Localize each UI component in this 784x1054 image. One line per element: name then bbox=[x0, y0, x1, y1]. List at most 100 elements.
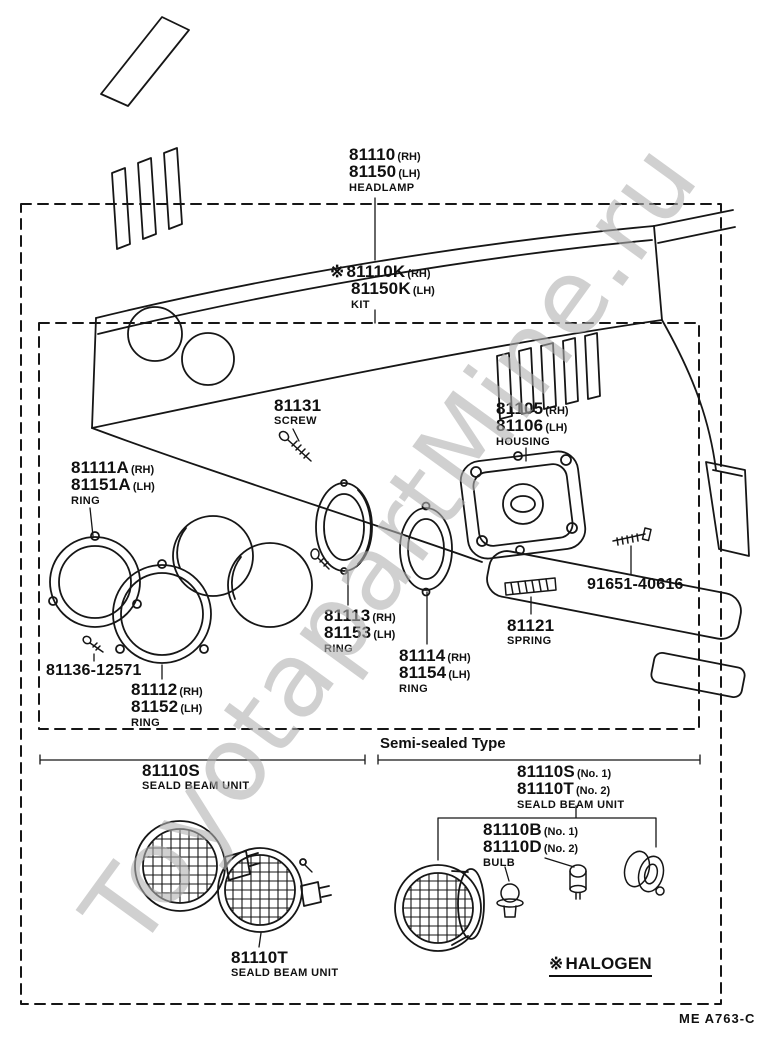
part-number-row: 81110T (No. 2) bbox=[517, 779, 624, 799]
part-number: 81154 bbox=[399, 663, 447, 683]
part-number: 91651-40616 bbox=[587, 576, 684, 593]
leader-lines bbox=[39, 197, 701, 948]
part-variant: (No. 2) bbox=[575, 785, 611, 798]
part-screw-91651 bbox=[612, 527, 652, 546]
part-number: 81110B bbox=[483, 820, 542, 839]
part-label-ring-81112: 81112 (RH) 81152 (LH) RING bbox=[131, 681, 203, 729]
part-number-row: 81150K (LH) bbox=[351, 279, 435, 299]
part-caption: RING bbox=[399, 682, 429, 695]
part-caption: KIT bbox=[351, 298, 370, 311]
part-label-sealed-beam-t: 81110T SEALD BEAM UNIT bbox=[231, 949, 338, 980]
part-number-row: 81113 (RH) bbox=[324, 607, 396, 625]
part-label-screw-81136: 81136-12571 bbox=[46, 662, 142, 679]
part-side: (LH) bbox=[132, 481, 155, 494]
front-bumper bbox=[486, 550, 742, 640]
part-lens-discs bbox=[172, 515, 313, 628]
bottom-parts bbox=[134, 820, 665, 952]
part-number: 81112 bbox=[131, 680, 178, 699]
part-number: 81150 bbox=[349, 162, 397, 182]
part-number-row: 81114 (RH) bbox=[399, 646, 471, 665]
part-number-row: 81110S (No. 1) bbox=[517, 763, 624, 781]
part-screw-81136 bbox=[82, 635, 104, 653]
part-number-row: 91651-40616 bbox=[587, 576, 684, 593]
part-ring-81112 bbox=[112, 559, 212, 664]
part-caption: SEALD BEAM UNIT bbox=[231, 967, 339, 980]
part-label-ring-81114: 81114 (RH) 81154 (LH) RING bbox=[399, 647, 471, 695]
part-side: (LH) bbox=[398, 168, 421, 181]
part-label-housing: 81105 (RH) 81106 (LH) HOUSING bbox=[496, 400, 569, 448]
part-side: (RH) bbox=[397, 151, 421, 163]
part-label-headlamp: 81110 (RH) 81150 (LH) HEADLAMP bbox=[349, 146, 421, 194]
part-screw-small-mid bbox=[310, 548, 330, 570]
part-caption: SEALD BEAM UNIT bbox=[142, 780, 250, 793]
part-number-row: 81131 bbox=[274, 397, 321, 415]
part-number-row: 81112 (RH) bbox=[131, 680, 203, 699]
part-label-spring-81121: 81121 SPRING bbox=[507, 617, 554, 648]
part-label-sealed-beam-right: 81110S (No. 1) 81110T (No. 2) SEALD BEAM… bbox=[517, 763, 624, 811]
part-number: 81150K bbox=[351, 279, 411, 299]
part-number: 81152 bbox=[131, 697, 179, 717]
part-number-row: ※ 81110K (RH) bbox=[330, 262, 435, 281]
part-number-row: 81150 (LH) bbox=[349, 162, 421, 182]
part-bulb-81110B bbox=[496, 883, 524, 918]
part-housing-81105 bbox=[459, 450, 587, 560]
drawing-code: ME A763-C bbox=[679, 1011, 756, 1026]
part-number-row: 81110 (RH) bbox=[349, 145, 421, 164]
part-side: (RH) bbox=[545, 405, 569, 417]
inner-dashed-box bbox=[38, 322, 700, 730]
halogen-text: HALOGEN bbox=[565, 954, 652, 973]
part-caption: SPRING bbox=[507, 635, 552, 648]
part-label-bulb: 81110B (No. 1) 81110D (No. 2) BULB bbox=[483, 821, 578, 869]
part-side: (RH) bbox=[407, 268, 431, 280]
part-variant: (No. 1) bbox=[543, 826, 579, 838]
part-side: (LH) bbox=[545, 422, 568, 435]
label-halogen: ※ HALOGEN bbox=[549, 954, 652, 978]
part-number: 81110T bbox=[231, 948, 288, 967]
part-number: 81110K bbox=[346, 262, 406, 281]
part-number-row: 81151A (LH) bbox=[71, 475, 155, 495]
part-number-row: 81154 (LH) bbox=[399, 663, 471, 683]
part-side: (LH) bbox=[180, 703, 203, 716]
part-caption: SEALD BEAM UNIT bbox=[517, 798, 625, 811]
part-number-row: 81110S bbox=[142, 762, 249, 780]
part-ring-81114 bbox=[399, 501, 453, 597]
part-label-screw-81131: 81131 SCREW bbox=[274, 397, 321, 428]
outer-dashed-box bbox=[20, 203, 722, 1005]
part-number-row: 81106 (LH) bbox=[496, 416, 569, 436]
part-sealed-beam-unit-1 bbox=[134, 820, 261, 912]
part-socket-ring bbox=[623, 850, 665, 896]
part-label-screw-91651: 91651-40616 bbox=[587, 576, 684, 593]
part-caption: HOUSING bbox=[496, 435, 551, 448]
part-number-row: 81105 (RH) bbox=[496, 400, 569, 418]
part-variant: (No. 1) bbox=[576, 768, 612, 780]
part-number: 81114 bbox=[399, 646, 446, 665]
part-number: 81110T bbox=[517, 779, 574, 799]
part-number-row: 81110B (No. 1) bbox=[483, 820, 579, 839]
part-number: 81110 bbox=[349, 145, 396, 164]
part-number-row: 81110T bbox=[231, 948, 338, 967]
lens-grid-1 bbox=[143, 829, 217, 903]
part-label-sealed-beam-left: 81110S SEALD BEAM UNIT bbox=[142, 762, 249, 793]
part-side: (LH) bbox=[412, 285, 435, 298]
lens-grid-2 bbox=[225, 855, 295, 925]
part-semi-sealed-unit bbox=[394, 864, 485, 952]
part-ring-81113 bbox=[315, 479, 373, 575]
part-spring-81121 bbox=[504, 577, 557, 596]
exploded-parts bbox=[48, 430, 652, 664]
part-caption: RING bbox=[71, 494, 101, 507]
part-number: 81110D bbox=[483, 837, 542, 857]
part-number: 81151A bbox=[71, 475, 131, 495]
halogen-row: ※ HALOGEN bbox=[549, 954, 652, 978]
part-side: (RH) bbox=[130, 464, 155, 476]
part-side: (LH) bbox=[373, 629, 396, 642]
part-side: (RH) bbox=[372, 612, 396, 624]
part-number-row: 81111A (RH) bbox=[71, 459, 155, 477]
asterisk-mark: ※ bbox=[330, 262, 345, 281]
part-number-row: 81152 (LH) bbox=[131, 697, 203, 717]
part-caption: BULB bbox=[483, 856, 516, 869]
part-side: (RH) bbox=[179, 686, 203, 698]
part-number: 81106 bbox=[496, 416, 544, 436]
part-screw-81131 bbox=[278, 430, 312, 462]
